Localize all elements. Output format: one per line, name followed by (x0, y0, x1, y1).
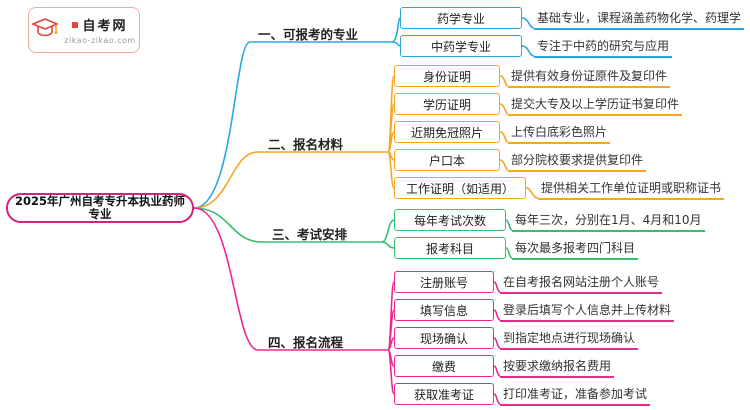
child-desc: 提供相关工作单位证明或职称证书 (538, 180, 725, 200)
child-desc: 提供有效身份证原件及复印件 (508, 68, 671, 88)
branch-2-label: 二、报名材料 (268, 137, 344, 152)
logo-subtitle: zikao-zikao.com (64, 36, 136, 45)
child-label: 药学专业 (400, 7, 522, 29)
child-label: 中药学专业 (400, 35, 522, 57)
child-desc: 登录后填写个人信息并上传材料 (500, 302, 675, 322)
child-label: 现场确认 (394, 327, 494, 349)
child-desc: 打印准考证，准备参加考试 (500, 386, 651, 406)
child-label: 户口本 (394, 149, 500, 171)
graduation-cap-icon (31, 16, 60, 44)
child-label: 报考科目 (394, 237, 506, 259)
child-desc: 到指定地点进行现场确认 (500, 330, 639, 350)
child-desc: 每次最多报考四门科目 (512, 240, 639, 260)
child-label: 身份证明 (394, 65, 500, 87)
child-label: 填写信息 (394, 299, 494, 321)
child-desc: 按要求缴纳报名费用 (500, 358, 615, 378)
logo-title: 自考网 (82, 19, 128, 34)
child-desc: 专注于中药的研究与应用 (534, 38, 673, 58)
child-desc: 每年三次，分别在1月、4月和10月 (512, 212, 705, 232)
child-desc: 上传白底彩色照片 (508, 124, 611, 144)
child-label: 学历证明 (394, 93, 500, 115)
child-label: 工作证明（如适用） (394, 177, 526, 199)
child-label: 每年考试次数 (394, 209, 506, 231)
logo-bullet (72, 21, 79, 28)
child-label: 获取准考证 (394, 383, 494, 405)
child-desc: 部分院校要求提供复印件 (508, 152, 647, 172)
child-label: 注册账号 (394, 271, 494, 293)
child-desc: 基础专业，课程涵盖药物化学、药理学 (534, 10, 745, 30)
branch-4-label: 四、报名流程 (268, 335, 344, 350)
child-label: 近期免冠照片 (394, 121, 500, 143)
branch-3-label: 三、考试安排 (272, 227, 348, 242)
branch-1-label: 一、可报考的专业 (258, 27, 359, 42)
child-desc: 在自考报名网站注册个人账号 (500, 274, 663, 294)
child-label: 缴费 (394, 355, 494, 377)
child-desc: 提交大专及以上学历证书复印件 (508, 96, 683, 116)
root-topic-node: 2025年广州自考专升本执业药师专业 (6, 193, 194, 223)
site-logo: 自考网 zikao-zikao.com (28, 7, 140, 53)
